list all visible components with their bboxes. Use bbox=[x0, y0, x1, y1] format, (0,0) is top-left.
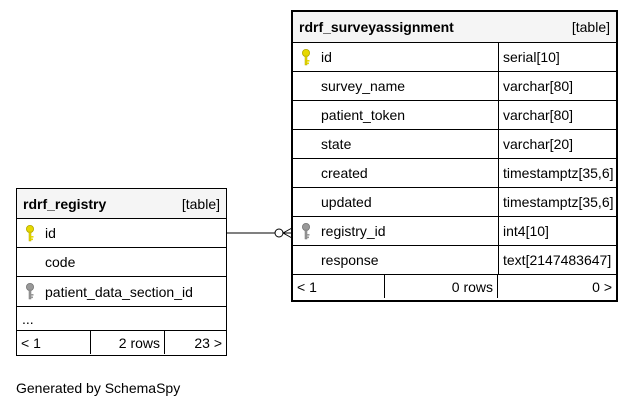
foreign-key-icon bbox=[302, 223, 310, 240]
children-count[interactable]: 0 > bbox=[592, 278, 612, 295]
column-name: created bbox=[321, 165, 368, 181]
column-name: updated bbox=[321, 194, 372, 210]
column-name: patient_token bbox=[321, 107, 406, 123]
table-header[interactable]: rdrf_surveyassignment [table] bbox=[293, 12, 616, 43]
zero-optional-marker bbox=[274, 228, 284, 238]
column-type: serial[10] bbox=[503, 49, 560, 65]
generated-by-note: Generated by SchemaSpy bbox=[16, 380, 181, 396]
column-type: timestamptz[35,6] bbox=[503, 165, 614, 181]
column-row-state[interactable]: state varchar[20] bbox=[293, 130, 616, 159]
column-row-code[interactable]: code bbox=[17, 248, 226, 277]
table-header[interactable]: rdrf_registry [table] bbox=[17, 189, 226, 219]
column-row-created[interactable]: created timestamptz[35,6] bbox=[293, 159, 616, 188]
parents-count[interactable]: < 1 bbox=[297, 278, 317, 295]
column-row-id[interactable]: id bbox=[17, 219, 226, 248]
column-type: varchar[20] bbox=[503, 136, 574, 152]
table-footer: < 1 0 rows 0 > bbox=[293, 275, 616, 298]
column-name: id bbox=[45, 225, 56, 241]
column-row-registry-id[interactable]: registry_id int4[10] bbox=[293, 217, 616, 246]
column-name: registry_id bbox=[321, 223, 386, 239]
table-name: rdrf_surveyassignment bbox=[299, 19, 454, 35]
column-row-response[interactable]: response text[2147483647] bbox=[293, 246, 616, 275]
more-columns-indicator: ... bbox=[17, 307, 226, 331]
column-type: timestamptz[35,6] bbox=[503, 194, 614, 210]
foreign-key-icon bbox=[26, 283, 34, 300]
table-rdrf-surveyassignment[interactable]: rdrf_surveyassignment [table] id serial[… bbox=[291, 10, 618, 302]
table-rdrf-registry[interactable]: rdrf_registry [table] id code patie bbox=[16, 188, 227, 356]
table-footer: < 1 2 rows 23 > bbox=[17, 331, 226, 354]
row-count: 2 rows bbox=[118, 334, 160, 351]
column-row-updated[interactable]: updated timestamptz[35,6] bbox=[293, 188, 616, 217]
column-type: varchar[80] bbox=[503, 107, 574, 123]
parents-count[interactable]: < 1 bbox=[21, 334, 41, 351]
crowfoot-marker bbox=[282, 227, 293, 234]
column-type: int4[10] bbox=[503, 223, 549, 239]
primary-key-icon bbox=[302, 49, 310, 66]
table-kind: [table] bbox=[571, 19, 610, 35]
ellipsis-text: ... bbox=[22, 310, 34, 327]
column-row-patient-data-section-id[interactable]: patient_data_section_id bbox=[17, 277, 226, 307]
column-row-survey-name[interactable]: survey_name varchar[80] bbox=[293, 72, 616, 101]
table-name: rdrf_registry bbox=[23, 195, 107, 212]
column-type: varchar[80] bbox=[503, 78, 574, 94]
table-kind: [table] bbox=[181, 195, 220, 212]
column-name: id bbox=[321, 49, 332, 65]
column-row-patient-token[interactable]: patient_token varchar[80] bbox=[293, 101, 616, 130]
column-type: text[2147483647] bbox=[503, 252, 612, 268]
row-count: 0 rows bbox=[451, 278, 493, 295]
column-row-id[interactable]: id serial[10] bbox=[293, 43, 616, 72]
children-count[interactable]: 23 > bbox=[194, 334, 222, 351]
column-name: survey_name bbox=[321, 78, 406, 94]
column-name: patient_data_section_id bbox=[45, 283, 193, 300]
column-name: state bbox=[321, 136, 352, 152]
primary-key-icon bbox=[26, 225, 34, 242]
column-name: response bbox=[321, 252, 379, 268]
column-name: code bbox=[45, 254, 76, 270]
